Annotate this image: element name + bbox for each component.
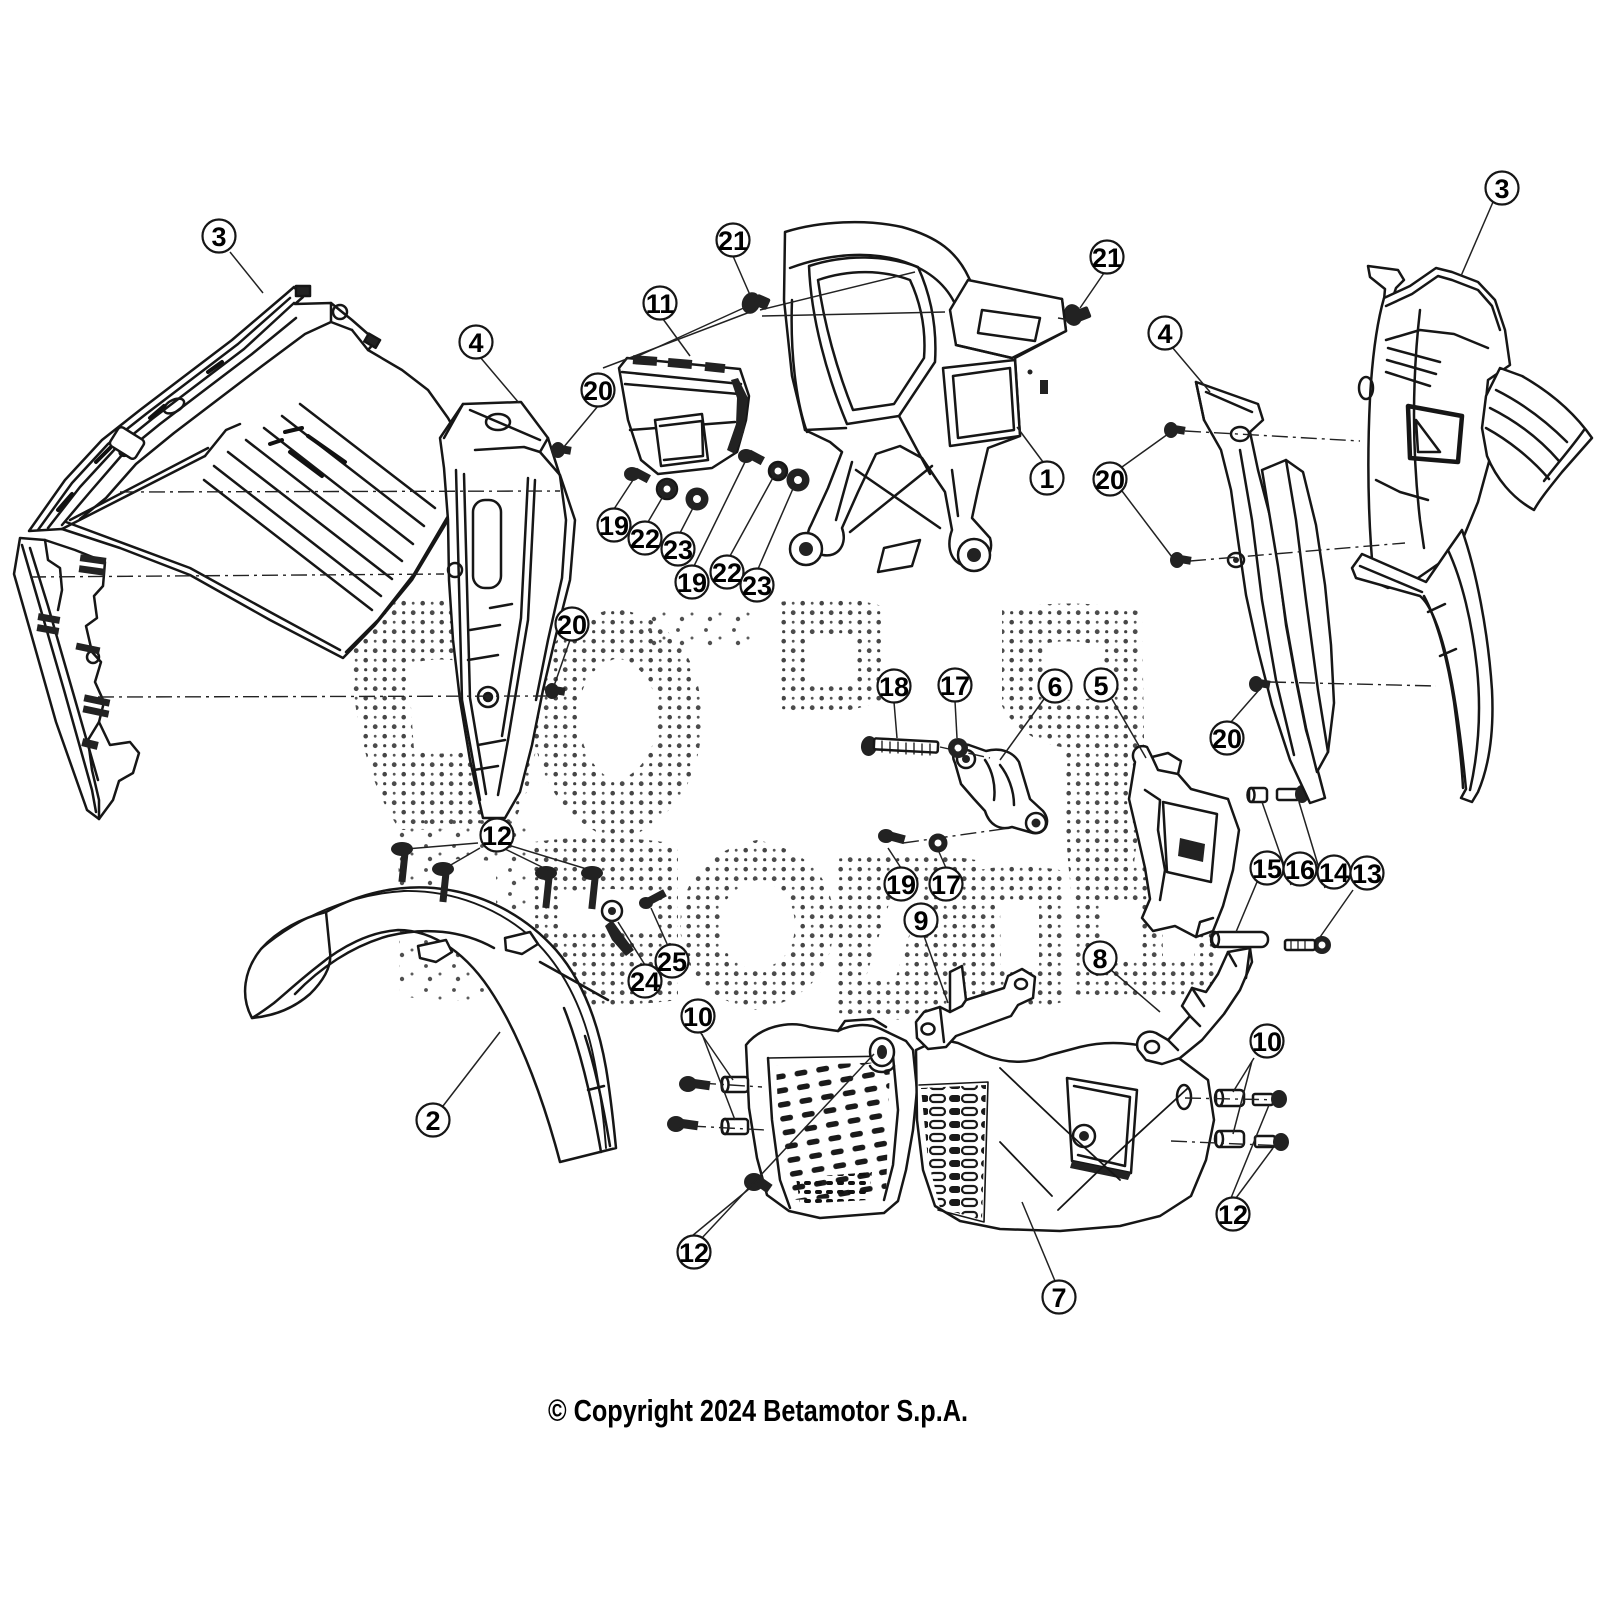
svg-text:19: 19 <box>677 568 707 598</box>
svg-text:10: 10 <box>683 1002 713 1032</box>
svg-text:21: 21 <box>718 226 748 256</box>
svg-text:22: 22 <box>712 558 742 588</box>
svg-text:13: 13 <box>1352 859 1382 889</box>
svg-text:23: 23 <box>742 571 772 601</box>
svg-text:1: 1 <box>1039 464 1054 494</box>
svg-text:8: 8 <box>1092 944 1107 974</box>
svg-text:3: 3 <box>211 222 226 252</box>
svg-text:22: 22 <box>630 524 660 554</box>
svg-text:15: 15 <box>1252 854 1282 884</box>
svg-text:19: 19 <box>599 511 629 541</box>
svg-text:2: 2 <box>425 1106 440 1136</box>
svg-text:19: 19 <box>886 870 916 900</box>
svg-text:18: 18 <box>879 672 909 702</box>
svg-text:7: 7 <box>1051 1283 1066 1313</box>
svg-text:12: 12 <box>679 1238 709 1268</box>
svg-text:17: 17 <box>931 870 961 900</box>
svg-text:© Copyright 2024 Betamotor S.p: © Copyright 2024 Betamotor S.p.A. <box>548 1393 968 1428</box>
svg-text:17: 17 <box>940 671 970 701</box>
svg-text:16: 16 <box>1285 855 1315 885</box>
svg-text:9: 9 <box>913 906 928 936</box>
svg-text:10: 10 <box>1252 1027 1282 1057</box>
svg-text:21: 21 <box>1092 243 1122 273</box>
svg-text:20: 20 <box>557 610 587 640</box>
svg-text:14: 14 <box>1319 858 1349 888</box>
svg-text:25: 25 <box>657 947 687 977</box>
svg-text:6: 6 <box>1047 672 1062 702</box>
svg-text:20: 20 <box>1212 724 1242 754</box>
svg-text:24: 24 <box>630 967 660 997</box>
svg-text:12: 12 <box>1218 1200 1248 1230</box>
svg-text:3: 3 <box>1494 174 1509 204</box>
svg-text:4: 4 <box>468 328 483 358</box>
svg-text:11: 11 <box>646 289 675 319</box>
svg-text:20: 20 <box>583 376 613 406</box>
svg-text:4: 4 <box>1157 319 1172 349</box>
svg-text:20: 20 <box>1095 465 1125 495</box>
svg-text:12: 12 <box>482 821 512 851</box>
svg-text:23: 23 <box>663 535 693 565</box>
svg-text:5: 5 <box>1093 671 1108 701</box>
